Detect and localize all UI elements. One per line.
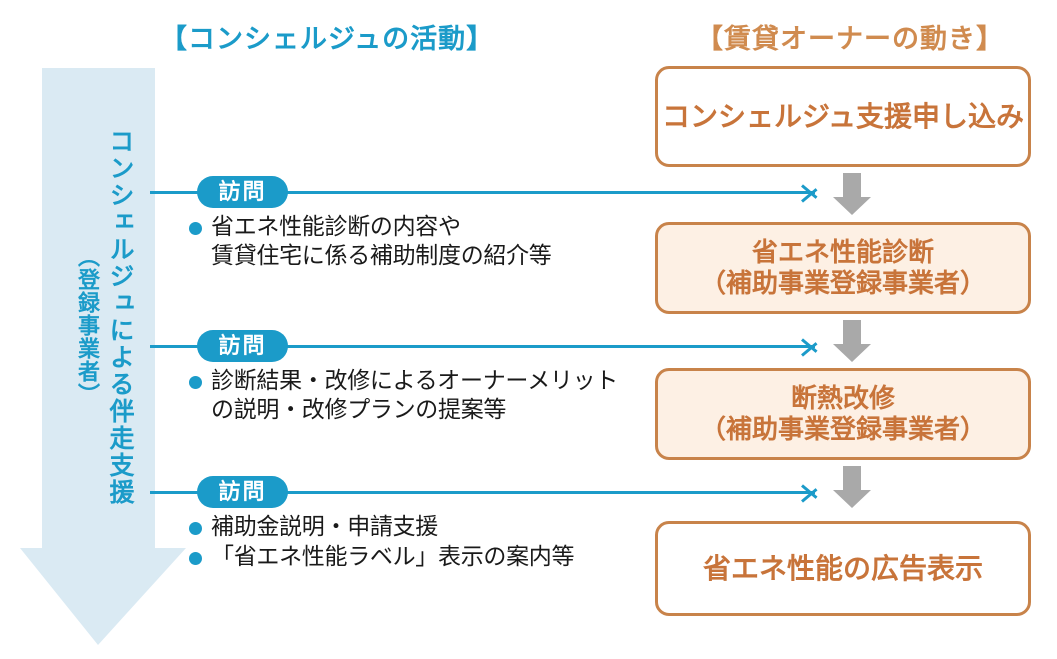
arrow-head-icon: [802, 181, 818, 203]
list-item: 診断結果・改修によるオーナーメリット の説明・改修プランの提案等: [187, 366, 827, 425]
list-item: 「省エネ性能ラベル」表示の案内等: [187, 542, 827, 571]
visit-badge-3: 訪問: [197, 476, 288, 508]
connector-line-icon: [150, 491, 815, 494]
left-column-title: 【コンシェルジュの活動】: [160, 24, 495, 54]
list-item: 省エネ性能診断の内容や 賃貸住宅に係る補助制度の紹介等: [187, 212, 827, 271]
connector-arrow-3: [150, 476, 840, 508]
owner-step-box-2: 省エネ性能診断 （補助事業登録事業者）: [655, 222, 1031, 314]
visit-badge-2: 訪問: [197, 330, 288, 362]
activity-bullets-3: 補助金説明・申請支援 「省エネ性能ラベル」表示の案内等: [187, 512, 827, 572]
concierge-support-arrow-sublabel: （登録事業者）: [75, 245, 100, 406]
list-item: 補助金説明・申請支援: [187, 512, 827, 541]
arrow-head-icon: [802, 481, 818, 503]
activity-bullets-2: 診断結果・改修によるオーナーメリット の説明・改修プランの提案等: [187, 366, 827, 425]
owner-step-box-4: 省エネ性能の広告表示: [655, 521, 1031, 616]
concierge-support-arrow-label: コンシェルジュによる伴走支援: [106, 128, 134, 506]
connector-arrow-2: [150, 330, 840, 362]
connector-arrow-1: [150, 176, 840, 208]
visit-badge-1: 訪問: [197, 176, 288, 208]
connector-line-icon: [150, 345, 815, 348]
arrow-head-icon: [802, 335, 818, 357]
owner-step-box-3: 断熱改修 （補助事業登録事業者）: [655, 368, 1031, 460]
owner-step-box-1: コンシェルジュ支援申し込み: [655, 66, 1031, 167]
activity-bullets-1: 省エネ性能診断の内容や 賃貸住宅に係る補助制度の紹介等: [187, 212, 827, 271]
right-column-title: 【賃貸オーナーの動き】: [696, 24, 1004, 54]
connector-line-icon: [150, 191, 815, 194]
